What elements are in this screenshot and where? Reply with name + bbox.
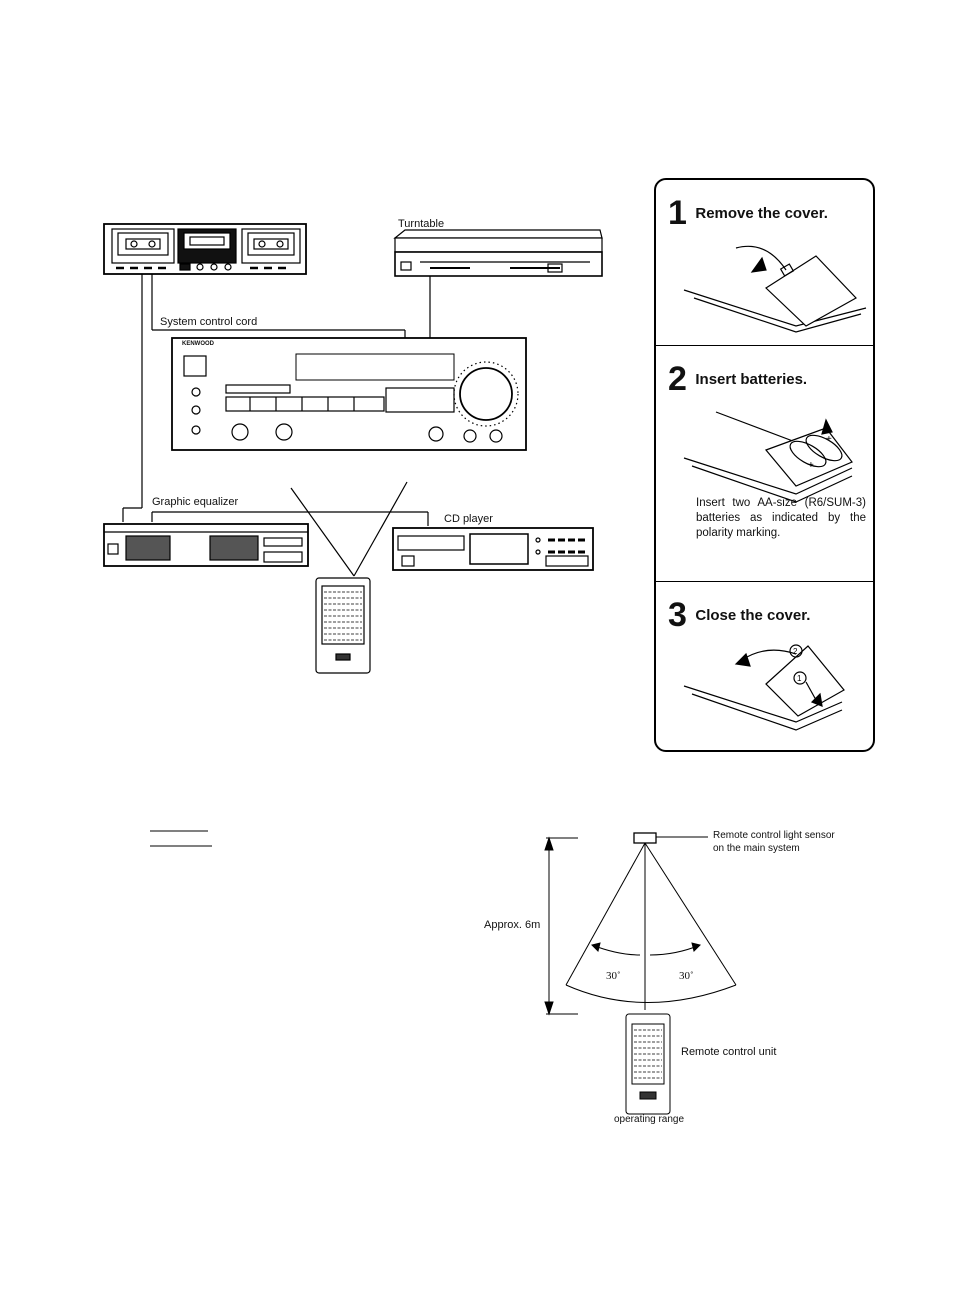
step-3-heading: 3 Close the cover. xyxy=(668,596,810,635)
insert-batteries-illustration: + + xyxy=(683,411,853,503)
step-3-number: 3 xyxy=(668,596,687,634)
angle-right-label: 30˚ xyxy=(679,970,694,982)
remote-control-illustration-right xyxy=(625,1013,671,1115)
svg-text:2: 2 xyxy=(793,647,798,656)
turntable-label: Turntable xyxy=(398,218,445,230)
graphic-equalizer-illustration xyxy=(103,523,309,567)
step-1-number: 1 xyxy=(668,194,687,232)
svg-text:+: + xyxy=(826,434,832,445)
svg-text:+: + xyxy=(808,460,814,471)
operating-range-diagram xyxy=(544,832,737,1115)
step-2: 2 Insert batteries. + + Insert two AA-si… xyxy=(656,346,873,581)
remove-cover-illustration xyxy=(683,245,867,333)
graphic-equalizer-label: Graphic equalizer xyxy=(152,496,239,508)
step-1: 1 Remove the cover. xyxy=(656,180,873,345)
system-control-cord-label: System control cord xyxy=(160,316,258,328)
sensor-label-line1: Remote control light sensor xyxy=(713,830,835,841)
step-2-number: 2 xyxy=(668,360,687,398)
step-divider-1 xyxy=(656,345,873,346)
step-2-title: Insert batteries. xyxy=(695,371,808,388)
remote-unit-label: Remote control unit xyxy=(681,1046,777,1058)
receiver-illustration xyxy=(171,337,527,451)
step-2-heading: 2 Insert batteries. xyxy=(668,360,807,399)
step-3: 3 Close the cover. 2 1 xyxy=(656,582,873,750)
battery-steps-panel: 1 Remove the cover. 2 Insert batteries. xyxy=(654,178,875,752)
sensor-label-line2: on the main system xyxy=(713,843,800,854)
remote-control-illustration-left xyxy=(315,577,371,674)
receiver-brand-label: KENWOOD xyxy=(182,341,214,347)
cd-player-label: CD player xyxy=(444,513,493,525)
distance-label: Approx. 6m xyxy=(484,919,541,931)
step-1-title: Remove the cover. xyxy=(695,205,828,222)
operating-range-caption: operating range xyxy=(614,1114,685,1125)
cd-player-illustration xyxy=(392,527,594,571)
turntable-illustration xyxy=(393,229,603,277)
close-cover-illustration: 2 1 xyxy=(683,644,845,731)
svg-text:1: 1 xyxy=(797,674,802,683)
step-divider-2 xyxy=(656,581,873,582)
step-3-title: Close the cover. xyxy=(695,607,811,624)
angle-left-label: 30˚ xyxy=(606,970,621,982)
step-2-note: Insert two AA-size (R6/SUM-3) batteries … xyxy=(696,497,866,539)
step-1-heading: 1 Remove the cover. xyxy=(668,194,828,233)
cassette-deck-illustration xyxy=(103,223,307,275)
